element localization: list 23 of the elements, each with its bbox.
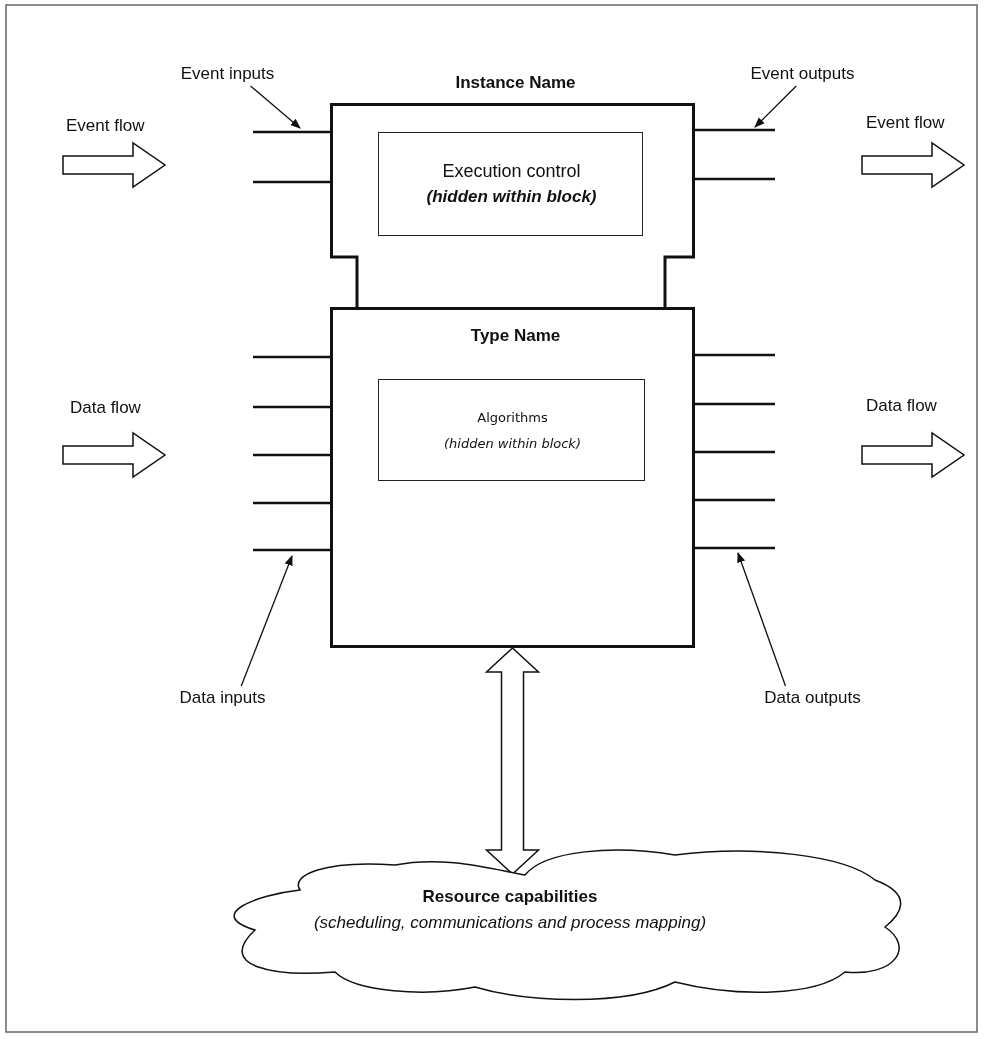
block-heading: Instance Name <box>455 73 576 93</box>
box-title: Algorithms <box>477 410 548 425</box>
algorithms-box <box>378 379 645 481</box>
flow-label: Event flow <box>866 113 945 133</box>
flow-label: Data flow <box>866 396 937 416</box>
box-note: (hidden within block) <box>426 187 597 207</box>
callout-text: Data outputs <box>764 688 861 708</box>
flow-label: Data flow <box>70 398 141 418</box>
callout-text: Data inputs <box>179 688 266 708</box>
flow-label: Event flow <box>66 116 145 136</box>
execution-control-box <box>378 132 643 236</box>
block-heading: Type Name <box>470 326 561 346</box>
cloud-title: Resource capabilities <box>422 887 598 907</box>
box-title: Execution control <box>442 161 581 182</box>
leader-line <box>249 85 301 129</box>
leader-line <box>754 85 797 128</box>
cloud-note: (scheduling, communications and process mapping) <box>313 913 707 933</box>
callout-text: Event outputs <box>750 64 855 84</box>
callout-text: Event inputs <box>180 64 275 84</box>
leader-line <box>737 552 787 687</box>
function-block-lower <box>330 307 695 648</box>
box-note: (hidden within block) <box>444 436 581 451</box>
leader-line <box>240 555 293 687</box>
